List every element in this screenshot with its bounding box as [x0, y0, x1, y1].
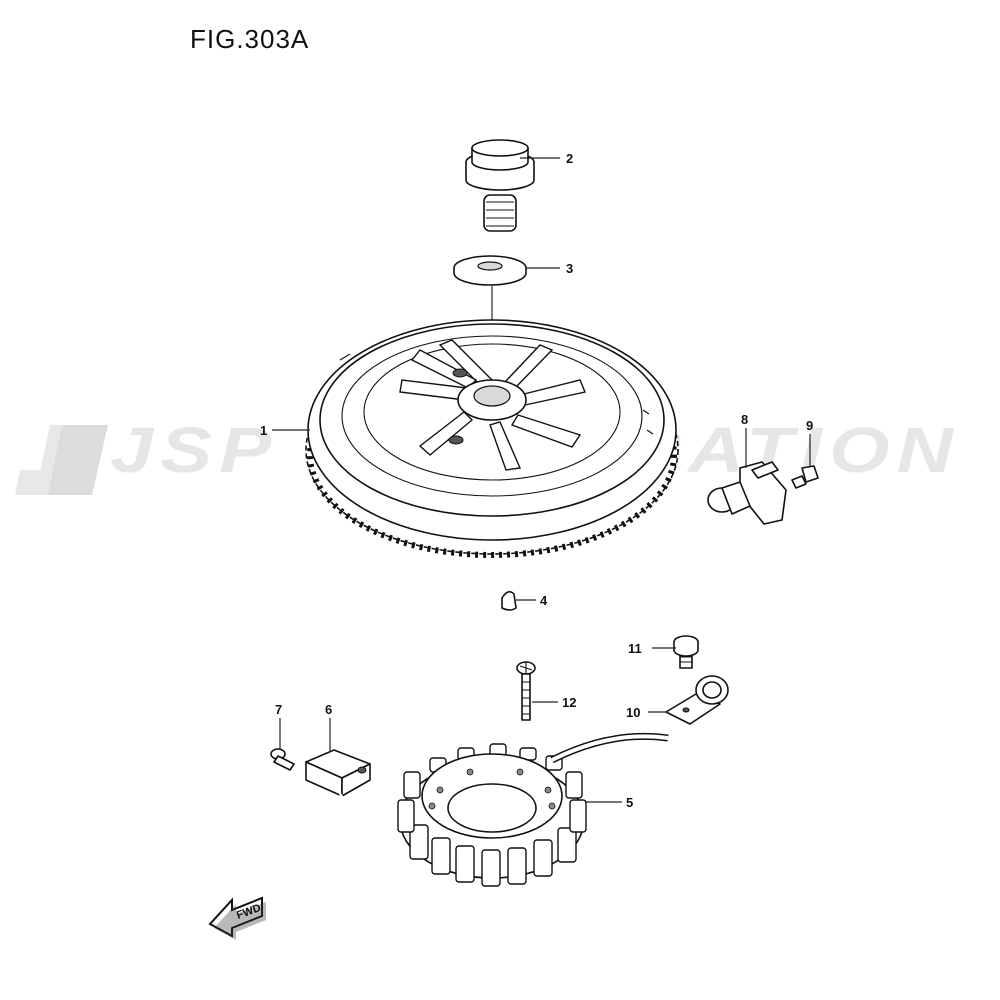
- part-key[interactable]: [501, 590, 517, 611]
- part-stator-screw[interactable]: [516, 661, 536, 721]
- callout-9[interactable]: 9: [806, 418, 813, 433]
- part-clamp[interactable]: [665, 675, 729, 725]
- callout-5[interactable]: 5: [626, 795, 633, 810]
- part-washer[interactable]: [453, 255, 527, 286]
- callout-3[interactable]: 3: [566, 261, 573, 276]
- callout-8[interactable]: 8: [741, 412, 748, 427]
- fwd-arrow-icon: FWD: [208, 896, 266, 940]
- callout-labels: 2 3 1 4 5 6 7 8 9 10 11 12: [260, 151, 813, 810]
- leader-lines: [272, 157, 811, 803]
- part-pulser-coil[interactable]: [305, 749, 382, 851]
- part-stator[interactable]: [397, 732, 669, 887]
- callout-1[interactable]: 1: [260, 423, 267, 438]
- callout-4[interactable]: 4: [540, 593, 548, 608]
- part-flywheel[interactable]: [305, 319, 679, 558]
- callout-10[interactable]: 10: [626, 705, 640, 720]
- callout-12[interactable]: 12: [562, 695, 576, 710]
- figure-title: FIG.303A: [190, 24, 310, 54]
- callout-6[interactable]: 6: [325, 702, 332, 717]
- callout-2[interactable]: 2: [566, 151, 573, 166]
- callout-7[interactable]: 7: [275, 702, 282, 717]
- part-clamp-bolt[interactable]: [673, 635, 699, 669]
- part-pulser-screw[interactable]: [270, 748, 295, 771]
- part-sensor-bolt[interactable]: [791, 465, 819, 489]
- part-sensor[interactable]: [707, 461, 787, 525]
- callout-11[interactable]: 11: [628, 641, 642, 656]
- part-bolt[interactable]: [465, 139, 535, 232]
